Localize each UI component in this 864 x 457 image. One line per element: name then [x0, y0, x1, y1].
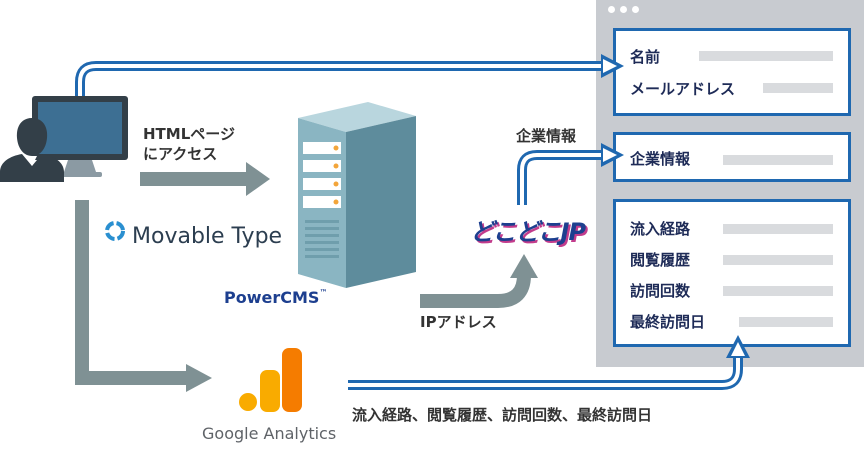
movable-type-icon — [105, 221, 125, 241]
field-bar-source — [723, 224, 833, 234]
field-bar-visits — [723, 286, 833, 296]
arrow-user-to-server — [140, 162, 270, 196]
google-analytics-icon — [239, 348, 302, 412]
field-label-source: 流入経路 — [630, 220, 691, 238]
movable-type-logo: Movable Type — [132, 224, 283, 249]
arrow-user-to-profile — [75, 54, 624, 100]
field-label-history: 閲覧履歴 — [630, 251, 691, 269]
field-label-visits: 訪問回数 — [630, 282, 691, 300]
server-icon — [298, 102, 416, 288]
google-analytics-logo: Google Analytics — [202, 424, 337, 443]
html-access-label: HTMLページ にアクセス — [143, 124, 235, 164]
powercms-trademark: ™ — [319, 288, 328, 297]
field-bar-history — [723, 255, 833, 265]
html-access-line-1: HTMLページ — [143, 125, 235, 143]
browser-dot-3 — [632, 6, 639, 13]
html-access-line-2: にアクセス — [143, 145, 218, 163]
field-label-email: メールアドレス — [630, 80, 736, 98]
powercms-name: PowerCMS — [224, 288, 320, 307]
field-label-last-visit: 最終訪問日 — [630, 313, 706, 331]
monitor-icon — [32, 96, 128, 177]
browser-dot-2 — [620, 6, 627, 13]
user-icon — [0, 118, 64, 182]
field-label-name: 名前 — [630, 48, 661, 66]
arrow-server-to-dokodoko — [420, 254, 538, 308]
profile-card: 名前 メールアドレス — [613, 28, 851, 116]
field-bar-company — [723, 155, 833, 165]
dokodoko-logo: どこどこJP — [470, 218, 586, 246]
powercms-logo: PowerCMS™ — [224, 288, 327, 307]
company-info-label: 企業情報 — [516, 127, 577, 145]
field-bar-last-visit — [739, 317, 833, 327]
analytics-metrics-label: 流入経路、閲覧履歴、訪問回数、最終訪問日 — [352, 406, 653, 424]
field-bar-name — [699, 51, 833, 61]
company-card: 企業情報 — [613, 132, 851, 182]
arrow-user-to-analytics — [75, 200, 212, 392]
field-bar-email — [763, 83, 833, 93]
arrow-analytics-to-card — [348, 335, 750, 390]
browser-dot-1 — [608, 6, 615, 13]
analytics-card: 流入経路 閲覧履歴 訪問回数 最終訪問日 — [613, 199, 851, 347]
field-label-company: 企業情報 — [630, 150, 691, 168]
arrow-dokodoko-to-company — [517, 143, 624, 205]
ip-address-label: IPアドレス — [420, 313, 497, 331]
